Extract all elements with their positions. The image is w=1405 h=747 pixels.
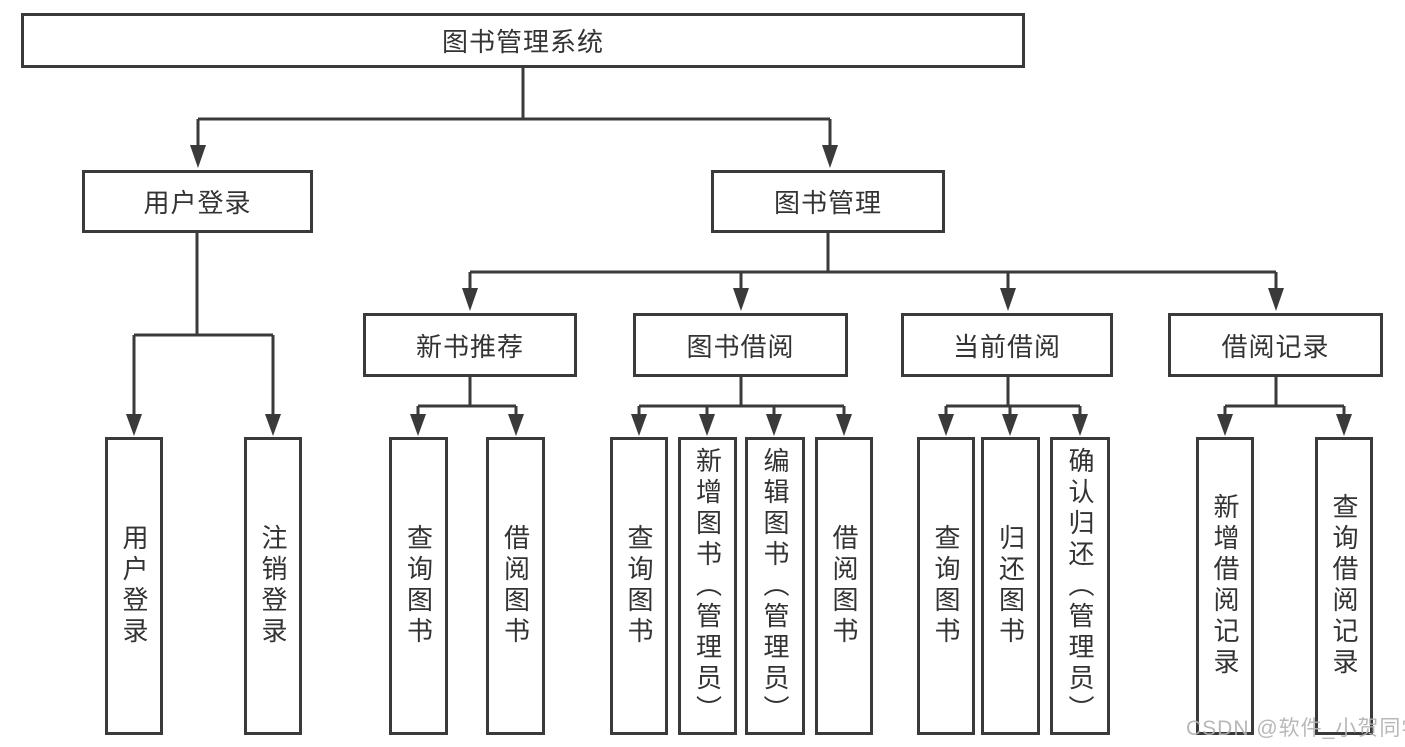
leaf-records-query-label: 查询借阅记录: [1329, 493, 1359, 679]
leaf-logout: 注销登录: [244, 437, 302, 735]
leaf-records-add: 新增借阅记录: [1196, 437, 1254, 735]
leaf-current-return: 归还图书: [981, 437, 1040, 735]
node-book-borrowing: 图书借阅: [633, 313, 848, 377]
node-new-book-recommendation: 新书推荐: [363, 313, 577, 377]
leaf-records-query: 查询借阅记录: [1315, 437, 1373, 735]
node-book-management: 图书管理: [711, 170, 945, 233]
connector-current-borrowing-children: [938, 377, 1088, 436]
node-book-management-label: 图书管理: [773, 188, 882, 218]
leaf-current-return-label: 归还图书: [995, 524, 1026, 648]
leaf-borrowing-borrow-label: 借阅图书: [829, 524, 859, 648]
connector-user-login-children: [126, 233, 281, 436]
leaf-borrowing-add-admin: 新增图书（管理员）: [678, 437, 737, 735]
leaf-new-books-query-label: 查询图书: [403, 524, 434, 648]
leaf-logout-label: 注销登录: [258, 524, 288, 648]
connector-book-mgmt-to-level3: [462, 233, 1284, 311]
watermark: CSDN @软件_小贺同学: [1186, 717, 1405, 740]
leaf-user-login: 用户登录: [105, 437, 163, 735]
leaf-borrowing-borrow: 借阅图书: [815, 437, 873, 735]
node-book-borrowing-label: 图书借阅: [686, 331, 795, 362]
leaf-new-books-query: 查询图书: [389, 437, 448, 735]
leaf-records-add-label: 新增借阅记录: [1210, 493, 1240, 679]
leaf-current-query: 查询图书: [917, 437, 975, 735]
node-root: 图书管理系统: [21, 13, 1025, 68]
node-current-borrowing-label: 当前借阅: [952, 331, 1061, 362]
node-new-book-recommendation-label: 新书推荐: [415, 331, 524, 362]
leaf-borrowing-edit-admin: 编辑图书（管理员）: [745, 437, 805, 735]
node-current-borrowing: 当前借阅: [901, 313, 1113, 377]
connector-borrowing-records-children: [1217, 377, 1352, 436]
leaf-borrowing-add-admin-label: 新增图书（管理员）: [692, 446, 723, 726]
node-root-label: 图书管理系统: [441, 27, 604, 57]
connector-new-books-children: [410, 377, 524, 436]
leaf-current-confirm-return-admin: 确认归还（管理员）: [1050, 437, 1110, 735]
leaf-user-login-label: 用户登录: [119, 524, 149, 648]
leaf-current-query-label: 查询图书: [931, 524, 961, 648]
leaf-borrowing-edit-admin-label: 编辑图书（管理员）: [760, 446, 790, 726]
leaf-new-books-borrow: 借阅图书: [486, 437, 545, 735]
leaf-borrowing-query-label: 查询图书: [624, 524, 654, 648]
node-user-login-label: 用户登录: [143, 188, 252, 218]
connector-root-to-level2: [190, 68, 838, 168]
leaf-new-books-borrow-label: 借阅图书: [500, 524, 531, 648]
node-borrowing-records-label: 借阅记录: [1221, 331, 1330, 362]
connector-book-borrowing-children: [631, 377, 852, 436]
node-borrowing-records: 借阅记录: [1168, 313, 1383, 377]
leaf-current-confirm-return-admin-label: 确认归还（管理员）: [1065, 446, 1095, 726]
leaf-borrowing-query: 查询图书: [610, 437, 668, 735]
node-user-login: 用户登录: [82, 170, 313, 233]
